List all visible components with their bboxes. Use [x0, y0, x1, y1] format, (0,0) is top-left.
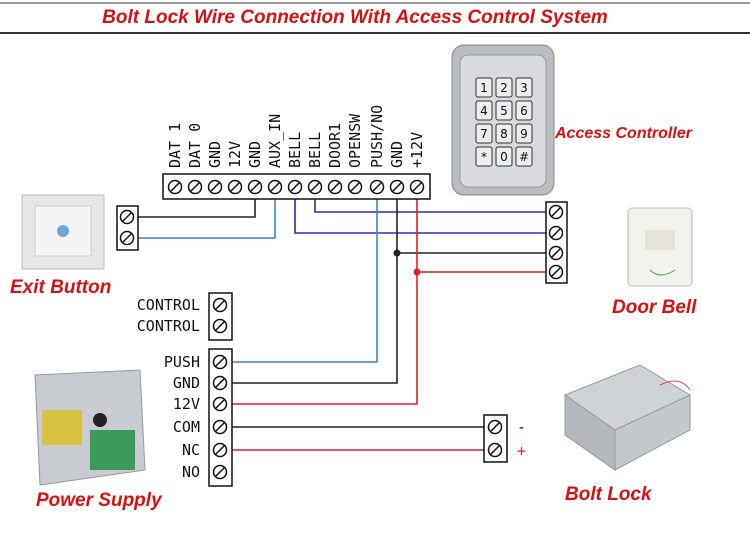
power-terminal-label: COM [173, 418, 200, 436]
power-screw [212, 396, 228, 412]
power-screw [212, 375, 228, 391]
controller-terminal-label: BELL [286, 132, 304, 168]
controller-terminal-label: DOOR1 [326, 123, 344, 168]
wire-bell-2 [294, 194, 548, 234]
door-bell-screw [548, 245, 564, 261]
controller-screw [267, 179, 283, 195]
svg-text:3: 3 [520, 81, 528, 95]
controller-terminal-label: PUSH/NO [368, 105, 386, 168]
control-terminal-label: CONTROL [137, 317, 200, 335]
exit-screw [119, 209, 135, 225]
power-terminal-label: GND [173, 374, 200, 392]
door-bell-screw [548, 204, 564, 220]
door-bell-image [627, 207, 693, 287]
controller-screw [227, 179, 243, 195]
controller-terminal-label: BELL [306, 132, 324, 168]
controller-screw [247, 179, 263, 195]
power-screw [212, 354, 228, 370]
power-screw [212, 464, 228, 480]
exit-button-label: Exit Button [10, 277, 111, 298]
svg-text:4: 4 [480, 104, 488, 118]
keypad-key: * [475, 146, 493, 167]
power-terminal-label: PUSH [164, 353, 200, 371]
svg-text:1: 1 [480, 81, 488, 95]
keypad-key: # [515, 146, 533, 167]
controller-screw [167, 179, 183, 195]
controller-screw [369, 179, 385, 195]
control-terminal-label: CONTROL [137, 296, 200, 314]
svg-text:6: 6 [520, 104, 528, 118]
power-terminal-label: NO [182, 463, 200, 481]
keypad-key: 6 [515, 100, 533, 121]
controller-terminal-label: GND [388, 141, 406, 168]
svg-text:7: 7 [480, 127, 488, 141]
svg-text:#: # [519, 150, 529, 164]
wire-exit-aux [138, 194, 276, 239]
bolt-plus-label: + [517, 442, 526, 460]
controller-screw [307, 179, 323, 195]
control-screw [212, 318, 228, 334]
control-screw [212, 297, 228, 313]
controller-terminal-label: GND [206, 141, 224, 168]
controller-screw [389, 179, 405, 195]
controller-screw [347, 179, 363, 195]
power-supply-label: Power Supply [36, 490, 163, 511]
door-bell-label: Door Bell [612, 297, 697, 318]
keypad-key: 5 [495, 100, 513, 121]
controller-terminal-label: DAT 0 [186, 123, 204, 168]
keypad-key: 3 [515, 77, 533, 98]
keypad-key: 7 [475, 123, 493, 144]
controller-terminal-label: GND [246, 141, 264, 168]
controller-terminal-label: 12V [226, 141, 244, 168]
door-bell-screw [548, 264, 564, 280]
door-bell-terminal-block [545, 201, 568, 284]
svg-text:5: 5 [500, 104, 508, 118]
exit-screw [119, 230, 135, 246]
power-terminal-label: NC [182, 441, 200, 459]
wire-12v [230, 194, 418, 405]
door-bell-screw [548, 225, 564, 241]
exit-button-image [21, 194, 105, 270]
access-controller-label: Access Controller [554, 125, 693, 142]
bolt-screw [487, 442, 503, 458]
controller-terminal-label: DAT 1 [166, 123, 184, 168]
svg-text:0: 0 [500, 150, 508, 164]
svg-text:8: 8 [500, 127, 508, 141]
keypad-key: 9 [515, 123, 533, 144]
keypad-key: 2 [495, 77, 513, 98]
bolt-minus-label: - [517, 418, 526, 436]
bolt-lock-label: Bolt Lock [565, 484, 653, 505]
controller-terminal-label: OPENSW [346, 113, 364, 168]
junction-gnd [393, 249, 401, 257]
svg-text:2: 2 [500, 81, 508, 95]
diagram-title: Bolt Lock Wire Connection With Access Co… [102, 7, 608, 28]
power-terminal-label: 12V [173, 395, 200, 413]
controller-screw [207, 179, 223, 195]
wire-gnd [230, 194, 398, 384]
controller-screw [409, 179, 425, 195]
svg-text:*: * [481, 150, 487, 164]
wire-bell-1 [314, 194, 548, 213]
keypad-key: 8 [495, 123, 513, 144]
wire-push [230, 194, 378, 363]
power-screw [212, 442, 228, 458]
controller-terminal-label: AUX_IN [266, 114, 284, 168]
controller-screw [187, 179, 203, 195]
keypad-key: 1 [475, 77, 493, 98]
power-screw [212, 419, 228, 435]
controller-screw [327, 179, 343, 195]
power-supply-image [34, 369, 146, 486]
controller-screw [287, 179, 303, 195]
svg-text:9: 9 [520, 127, 528, 141]
wire-exit-gnd [138, 194, 256, 218]
keypad-key: 4 [475, 100, 493, 121]
controller-terminal-label: +12V [408, 132, 426, 168]
keypad-key: 0 [495, 146, 513, 167]
bolt-screw [487, 419, 503, 435]
bolt-lock-image [563, 364, 692, 471]
junction-12v [413, 268, 421, 276]
